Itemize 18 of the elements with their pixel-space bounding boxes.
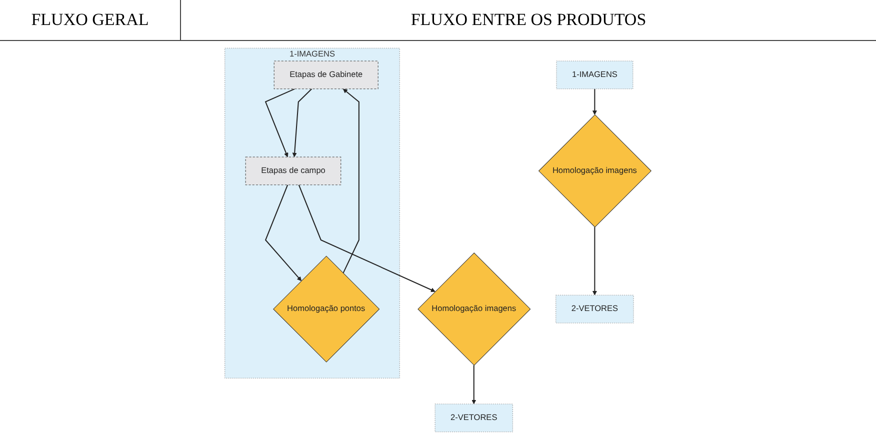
arrow (298, 184, 436, 292)
arrow (292, 88, 312, 158)
node-diamond: Homologação imagens (418, 252, 531, 366)
node-box: Etapas de Gabinete (274, 60, 378, 90)
arrow (264, 184, 302, 282)
node-diamond: Homologação imagens (538, 114, 652, 228)
column-heading: FLUXO GERAL (31, 10, 149, 30)
arrow (592, 88, 597, 115)
node-box: 2-VETORES (556, 294, 634, 324)
node-box: 2-VETORES (434, 404, 513, 432)
arrow (342, 88, 360, 274)
column-heading: FLUXO ENTRE OS PRODUTOS (410, 10, 646, 30)
arrow (264, 88, 295, 158)
node-box: Etapas de campo (245, 156, 342, 186)
arrow (472, 365, 476, 404)
arrow (592, 227, 597, 296)
node-diamond: Homologação pontos (273, 256, 380, 362)
node-box: 1-IMAGENS (556, 60, 634, 90)
